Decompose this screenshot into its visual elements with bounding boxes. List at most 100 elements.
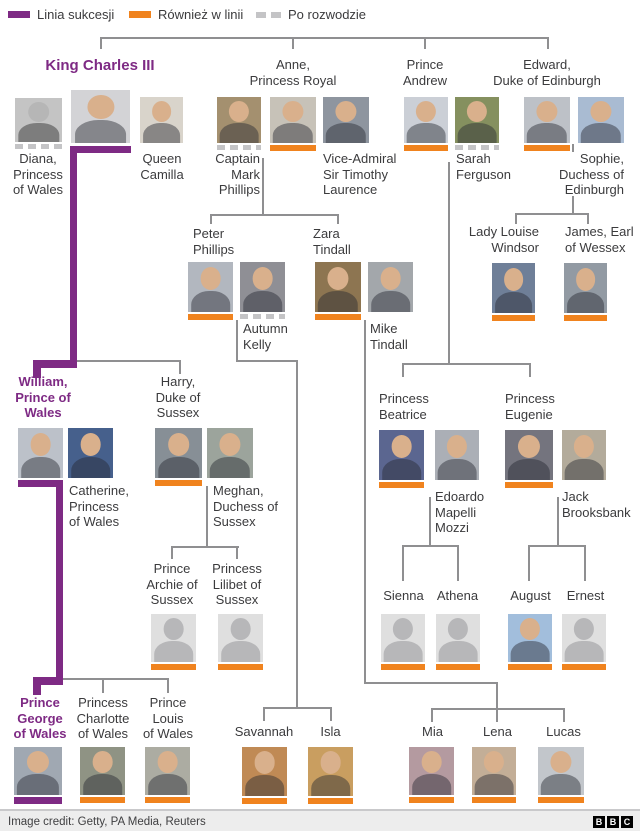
sienna-name: Sienna (383, 588, 424, 603)
charlotte-underline-inline (80, 797, 125, 803)
eugenie-name: Princess Eugenie (505, 391, 555, 422)
catherine-name: Catherine, Princess of Wales (69, 483, 129, 529)
ernest-underline-inline (562, 664, 606, 670)
edoardo-name: Edoardo Mapelli Mozzi (435, 489, 485, 535)
charles-underline-succession (70, 146, 131, 153)
james-name: James, Earl of Wessex (565, 224, 634, 255)
louis-photo (145, 747, 190, 795)
william-photo (18, 428, 63, 478)
connector-line (102, 678, 104, 693)
george-photo (14, 747, 62, 795)
mia-name: Mia (422, 724, 443, 739)
lilibet-name: Princess Lilibet of Sussex (212, 561, 262, 607)
james-underline-inline (564, 315, 607, 321)
william-underline-succession (18, 480, 63, 487)
mike-photo (368, 262, 413, 312)
ernest-name: Ernest (566, 588, 605, 603)
lilibet-photo (218, 614, 263, 662)
jack-name: Jack Brooksbank (562, 489, 631, 520)
louise-underline-inline (492, 315, 535, 321)
connector-line (402, 545, 404, 581)
mark-photo (217, 97, 261, 143)
camilla-name: Queen Camilla (140, 151, 184, 182)
peter-name: Peter Phillips (193, 226, 235, 257)
connector-line (496, 708, 498, 722)
charlotte-name: Princess Charlotte of Wales (76, 695, 130, 741)
zara-underline-inline (315, 314, 361, 320)
beatrice-photo (379, 430, 424, 480)
louise-name: Lady Louise Windsor (468, 224, 539, 255)
divorce-dash-swatch (256, 11, 281, 18)
archie-name: Prince Archie of Sussex (146, 561, 198, 607)
connector-line (572, 144, 574, 152)
connector-line (337, 214, 339, 224)
charles-photo (71, 90, 130, 143)
connector-line (402, 363, 531, 365)
connector-line (529, 363, 531, 377)
mia-underline-inline (409, 797, 454, 803)
august-photo (508, 614, 552, 662)
legend-item-after-divorce: Po rozwodzie (256, 7, 366, 22)
connector-line (364, 682, 498, 684)
connector-line (100, 37, 549, 39)
succession-line (33, 677, 63, 685)
archie-photo (151, 614, 196, 662)
connector-line (496, 682, 498, 710)
sarah-photo (455, 97, 499, 143)
isla-underline-inline (308, 798, 353, 804)
mark-underline-divorce (217, 145, 261, 150)
anne-name: Anne, Princess Royal (249, 57, 337, 88)
diana-name: Diana, Princess of Wales (12, 151, 64, 197)
connector-line (528, 545, 530, 581)
succession-line (33, 360, 77, 368)
connector-line (100, 37, 102, 49)
isla-photo (308, 747, 353, 796)
sophie-name: Sophie, Duchess of Edinburgh (558, 151, 624, 197)
sarah-name: Sarah Ferguson (456, 151, 511, 182)
timothy-photo (323, 97, 369, 143)
connector-line (330, 707, 332, 721)
connector-line (563, 708, 565, 722)
connector-line (424, 37, 426, 49)
connector-line (528, 545, 586, 547)
jack-photo (562, 430, 606, 480)
beatrice-name: Princess Beatrice (379, 391, 429, 422)
diana-underline-divorce (15, 144, 62, 149)
louis-name: Prince Louis of Wales (142, 695, 194, 741)
succession-line (70, 146, 77, 368)
zara-photo (315, 262, 361, 312)
connector-line (210, 214, 212, 224)
zara-name: Zara Tindall (313, 226, 351, 257)
connector-line (296, 360, 298, 709)
connector-line (584, 545, 586, 581)
connector-line (402, 545, 459, 547)
connector-line (167, 678, 169, 693)
ernest-photo (562, 614, 606, 662)
autumn-name: Autumn Kelly (243, 321, 288, 352)
connector-line (448, 162, 450, 365)
edward-underline-inline (524, 145, 570, 151)
beatrice-underline-inline (379, 482, 424, 488)
connector-line (262, 158, 264, 215)
peter-underline-inline (188, 314, 233, 320)
autumn-underline-divorce (240, 314, 285, 319)
eugenie-underline-inline (505, 482, 553, 488)
bbc-logo-letter: B (607, 816, 619, 828)
image-credit: Image credit: Getty, PA Media, Reuters (8, 816, 206, 828)
andrew-name: Prince Andrew (402, 57, 448, 88)
connector-line (402, 363, 404, 377)
andrew-photo (404, 97, 448, 143)
lena-name: Lena (483, 724, 512, 739)
succession-line (33, 360, 41, 378)
anne-underline-inline (270, 145, 316, 151)
william-name: William, Prince of Wales (15, 374, 71, 420)
legend-item-also-in-line: Również w linii (129, 7, 243, 22)
legend-item-succession: Linia sukcesji (8, 7, 114, 22)
sienna-underline-inline (381, 664, 425, 670)
connector-line (457, 545, 459, 581)
connector-line (179, 360, 181, 374)
savannah-underline-inline (242, 798, 287, 804)
connector-line (171, 546, 239, 548)
legend-label: Również w linii (158, 7, 244, 22)
